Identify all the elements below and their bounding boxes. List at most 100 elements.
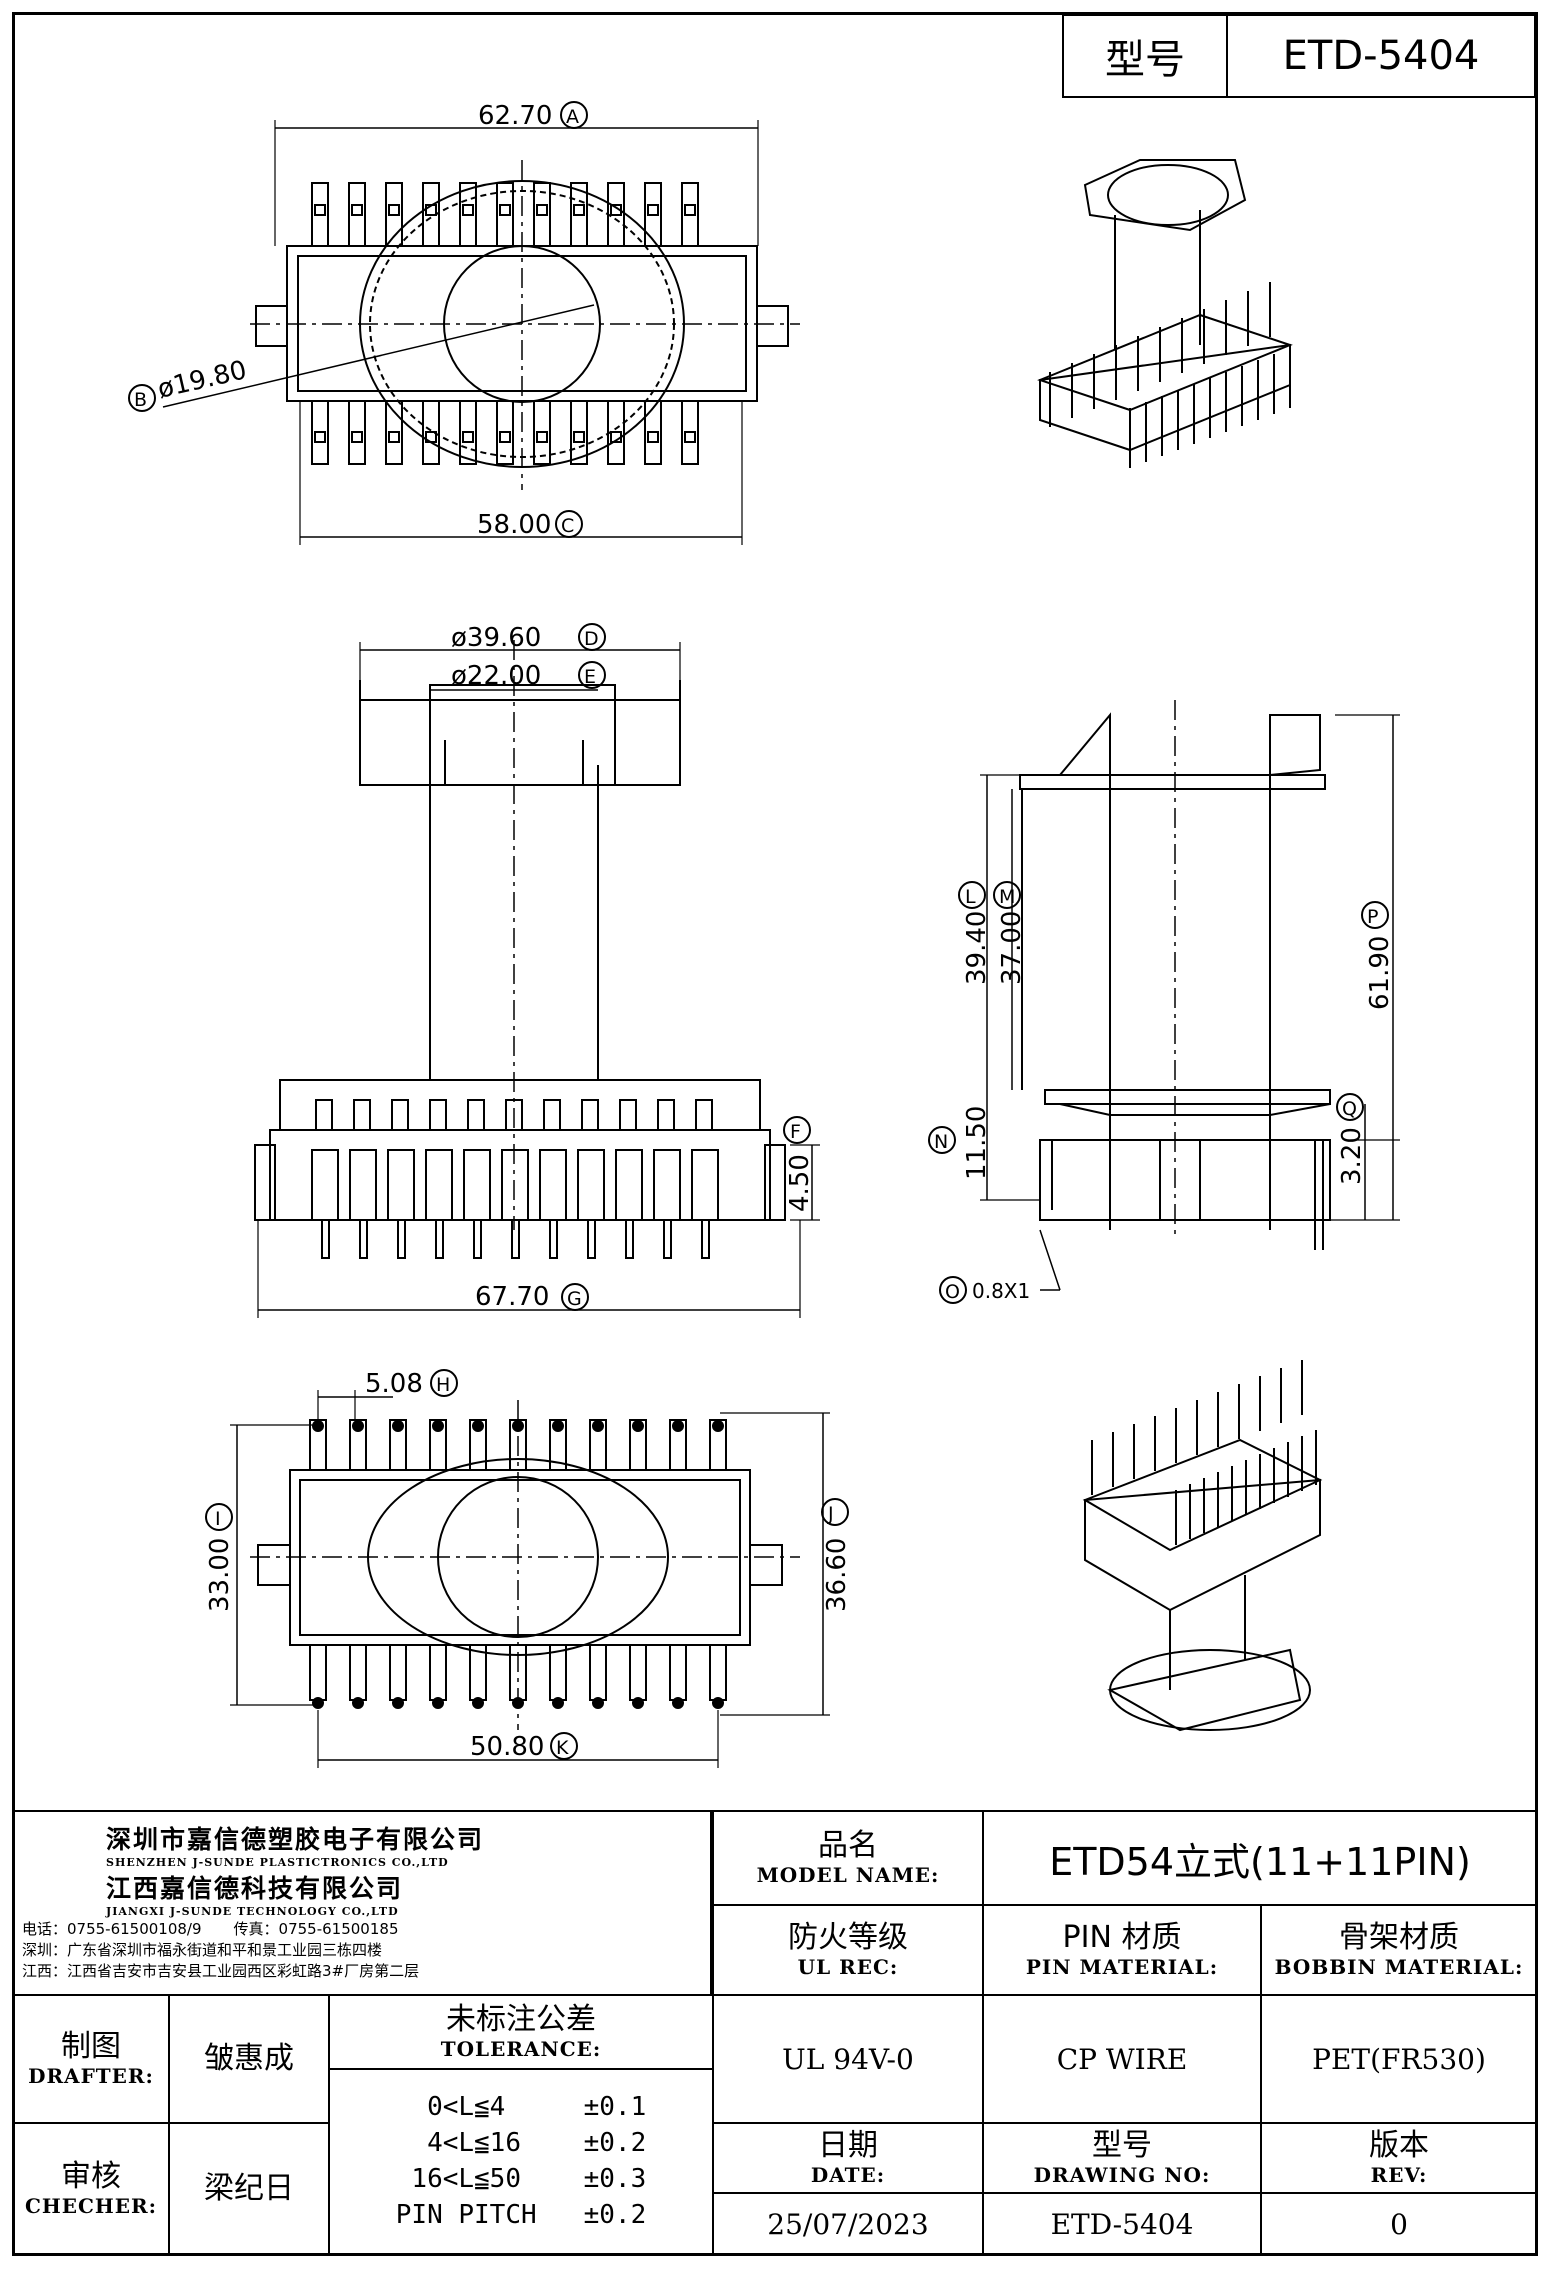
checker-value-cell: 梁纪日 [168, 2122, 330, 2256]
bottom-view-pin [712, 1697, 724, 1709]
model-header-label: 型号 [1064, 16, 1228, 96]
dim-p-value: 61.90 [1365, 936, 1395, 1010]
front-view-slot [391, 1099, 409, 1131]
bottom-view-pin [712, 1420, 724, 1432]
bottom-view-labels: 5.08 H I 33.00 J 36.60 50.80 K [205, 1369, 852, 1762]
drafter-label-cn: 制图 [61, 2028, 121, 2064]
top-view-pin-pad [499, 204, 511, 216]
top-view-pin [533, 182, 551, 247]
dim-o-marker: O [945, 1281, 960, 1303]
bottom-view-pin [512, 1420, 524, 1432]
bobbin-material-label-cn: 骨架材质 [1339, 1919, 1459, 1955]
top-view-pin-pad [536, 204, 548, 216]
top-view-pin [496, 400, 514, 465]
drafter-value-cell: 皱惠成 [168, 1994, 330, 2124]
top-view-pin-pad [388, 204, 400, 216]
top-view-pin [348, 400, 366, 465]
front-view-tab [653, 1149, 681, 1221]
ul-value-cell: UL 94V-0 [712, 1994, 984, 2124]
front-view-tab [577, 1149, 605, 1221]
front-view-labels: ø39.60 D ø22.00 E F 4.50 67.70 G [451, 623, 815, 1312]
dim-e-value: ø22.00 [451, 661, 541, 691]
bobbin-material-value: PET(FR530) [1312, 2042, 1486, 2076]
drafter-label-cell: 制图 DRAFTER: [12, 1994, 170, 2124]
top-view-pin-pad [462, 431, 474, 443]
front-view-tab [425, 1149, 453, 1221]
top-view-pin-pad [684, 431, 696, 443]
front-view-pin [625, 1219, 634, 1259]
front-view-tab [349, 1149, 377, 1221]
title-block: 深圳市嘉信德塑胶电子有限公司 SHENZHEN J-SUNDE PLASTICT… [12, 1810, 1538, 2256]
isometric-view-bottom [1082, 1360, 1323, 1732]
model-header-value: ETD-5404 [1282, 33, 1480, 79]
company-name-cn-2: 江西嘉信德科技有限公司 [106, 1874, 404, 1903]
company-address-jx: 江西：江西省吉安市吉安县工业园西区彩虹路3#厂房第二层 [22, 1962, 420, 1980]
top-view-pin-pad [314, 204, 326, 216]
top-view-pin-pad [684, 204, 696, 216]
ul-label-en: UL REC: [797, 1955, 899, 1980]
front-view-pin [701, 1219, 710, 1259]
technical-drawing: 62.70 A B ø19.80 58.00 C [128, 101, 1400, 1768]
isometric-view-top [1037, 159, 1293, 468]
dim-i-marker: I [215, 1508, 221, 1530]
side-view-labels: L 39.40 M 37.00 N 11.50 O 0.8X1 P 61.90 … [928, 881, 1395, 1304]
ul-value: UL 94V-0 [782, 2042, 914, 2076]
front-view-tab [539, 1149, 567, 1221]
top-view [162, 120, 800, 545]
pin-material-label-en: PIN MATERIAL: [1025, 1955, 1219, 1980]
checker-label-cn: 审核 [61, 2158, 121, 2194]
bottom-view-pin [552, 1420, 564, 1432]
top-view-pin [422, 182, 440, 247]
front-view-tab [463, 1149, 491, 1221]
top-view-pin [385, 182, 403, 247]
top-view-pin-pad [351, 204, 363, 216]
dim-p-marker: P [1367, 906, 1378, 928]
front-view-tab [691, 1149, 719, 1221]
dim-f-marker: F [790, 1121, 801, 1143]
drafter-value: 皱惠成 [204, 2040, 294, 2076]
bottom-view-pin [632, 1697, 644, 1709]
front-view-pin [435, 1219, 444, 1259]
top-view-pin [311, 400, 329, 465]
top-view-pin-pad [462, 204, 474, 216]
bottom-view-pin-slot [349, 1644, 367, 1701]
front-view-slot [505, 1099, 523, 1131]
top-view-pin-pad [647, 431, 659, 443]
dim-l-marker: L [965, 886, 976, 908]
dim-m-marker: M [999, 886, 1015, 908]
company-fax: 传真：0755-61500185 [233, 1920, 399, 1938]
bobbin-material-label-cell: 骨架材质 BOBBIN MATERIAL: [1260, 1904, 1538, 1996]
bottom-view-pin-slot [669, 1644, 687, 1701]
front-view [254, 640, 820, 1318]
front-view-slot [429, 1099, 447, 1131]
dim-e-marker: E [584, 666, 596, 688]
bottom-view-pin-slot [709, 1644, 727, 1701]
bottom-view-pin [552, 1697, 564, 1709]
front-view-slot [315, 1099, 333, 1131]
bottom-view-pin [312, 1697, 324, 1709]
front-view-slot [657, 1099, 675, 1131]
dim-a-value: 62.70 [478, 101, 552, 131]
bottom-view-pin-slot [389, 1644, 407, 1701]
model-name-value: ETD54立式(11+11PIN) [1049, 1839, 1471, 1884]
top-view-pin [459, 400, 477, 465]
top-view-pin [644, 182, 662, 247]
model-name-label-cell: 品名 MODEL NAME: [712, 1810, 984, 1906]
dim-f-value: 4.50 [785, 1154, 815, 1212]
dim-k-value: 50.80 [470, 1732, 544, 1762]
top-view-pin-pad [388, 431, 400, 443]
dim-d-marker: D [584, 628, 599, 650]
top-view-pin-pad [610, 204, 622, 216]
tolerance-row: PIN PITCH ±0.2 [395, 2199, 647, 2230]
company-phone: 电话：0755-61500108/9 [22, 1920, 202, 1938]
front-view-pin [473, 1219, 482, 1259]
top-view-pin [385, 400, 403, 465]
front-view-slot [543, 1099, 561, 1131]
bottom-view-pin-slot [629, 1644, 647, 1701]
top-view-pin-pad [610, 431, 622, 443]
pin-material-value-cell: CP WIRE [982, 1994, 1262, 2124]
date-value: 25/07/2023 [767, 2207, 929, 2241]
tolerance-row: 4<L≦16 ±0.2 [395, 2128, 647, 2159]
bottom-view [230, 1390, 830, 1768]
